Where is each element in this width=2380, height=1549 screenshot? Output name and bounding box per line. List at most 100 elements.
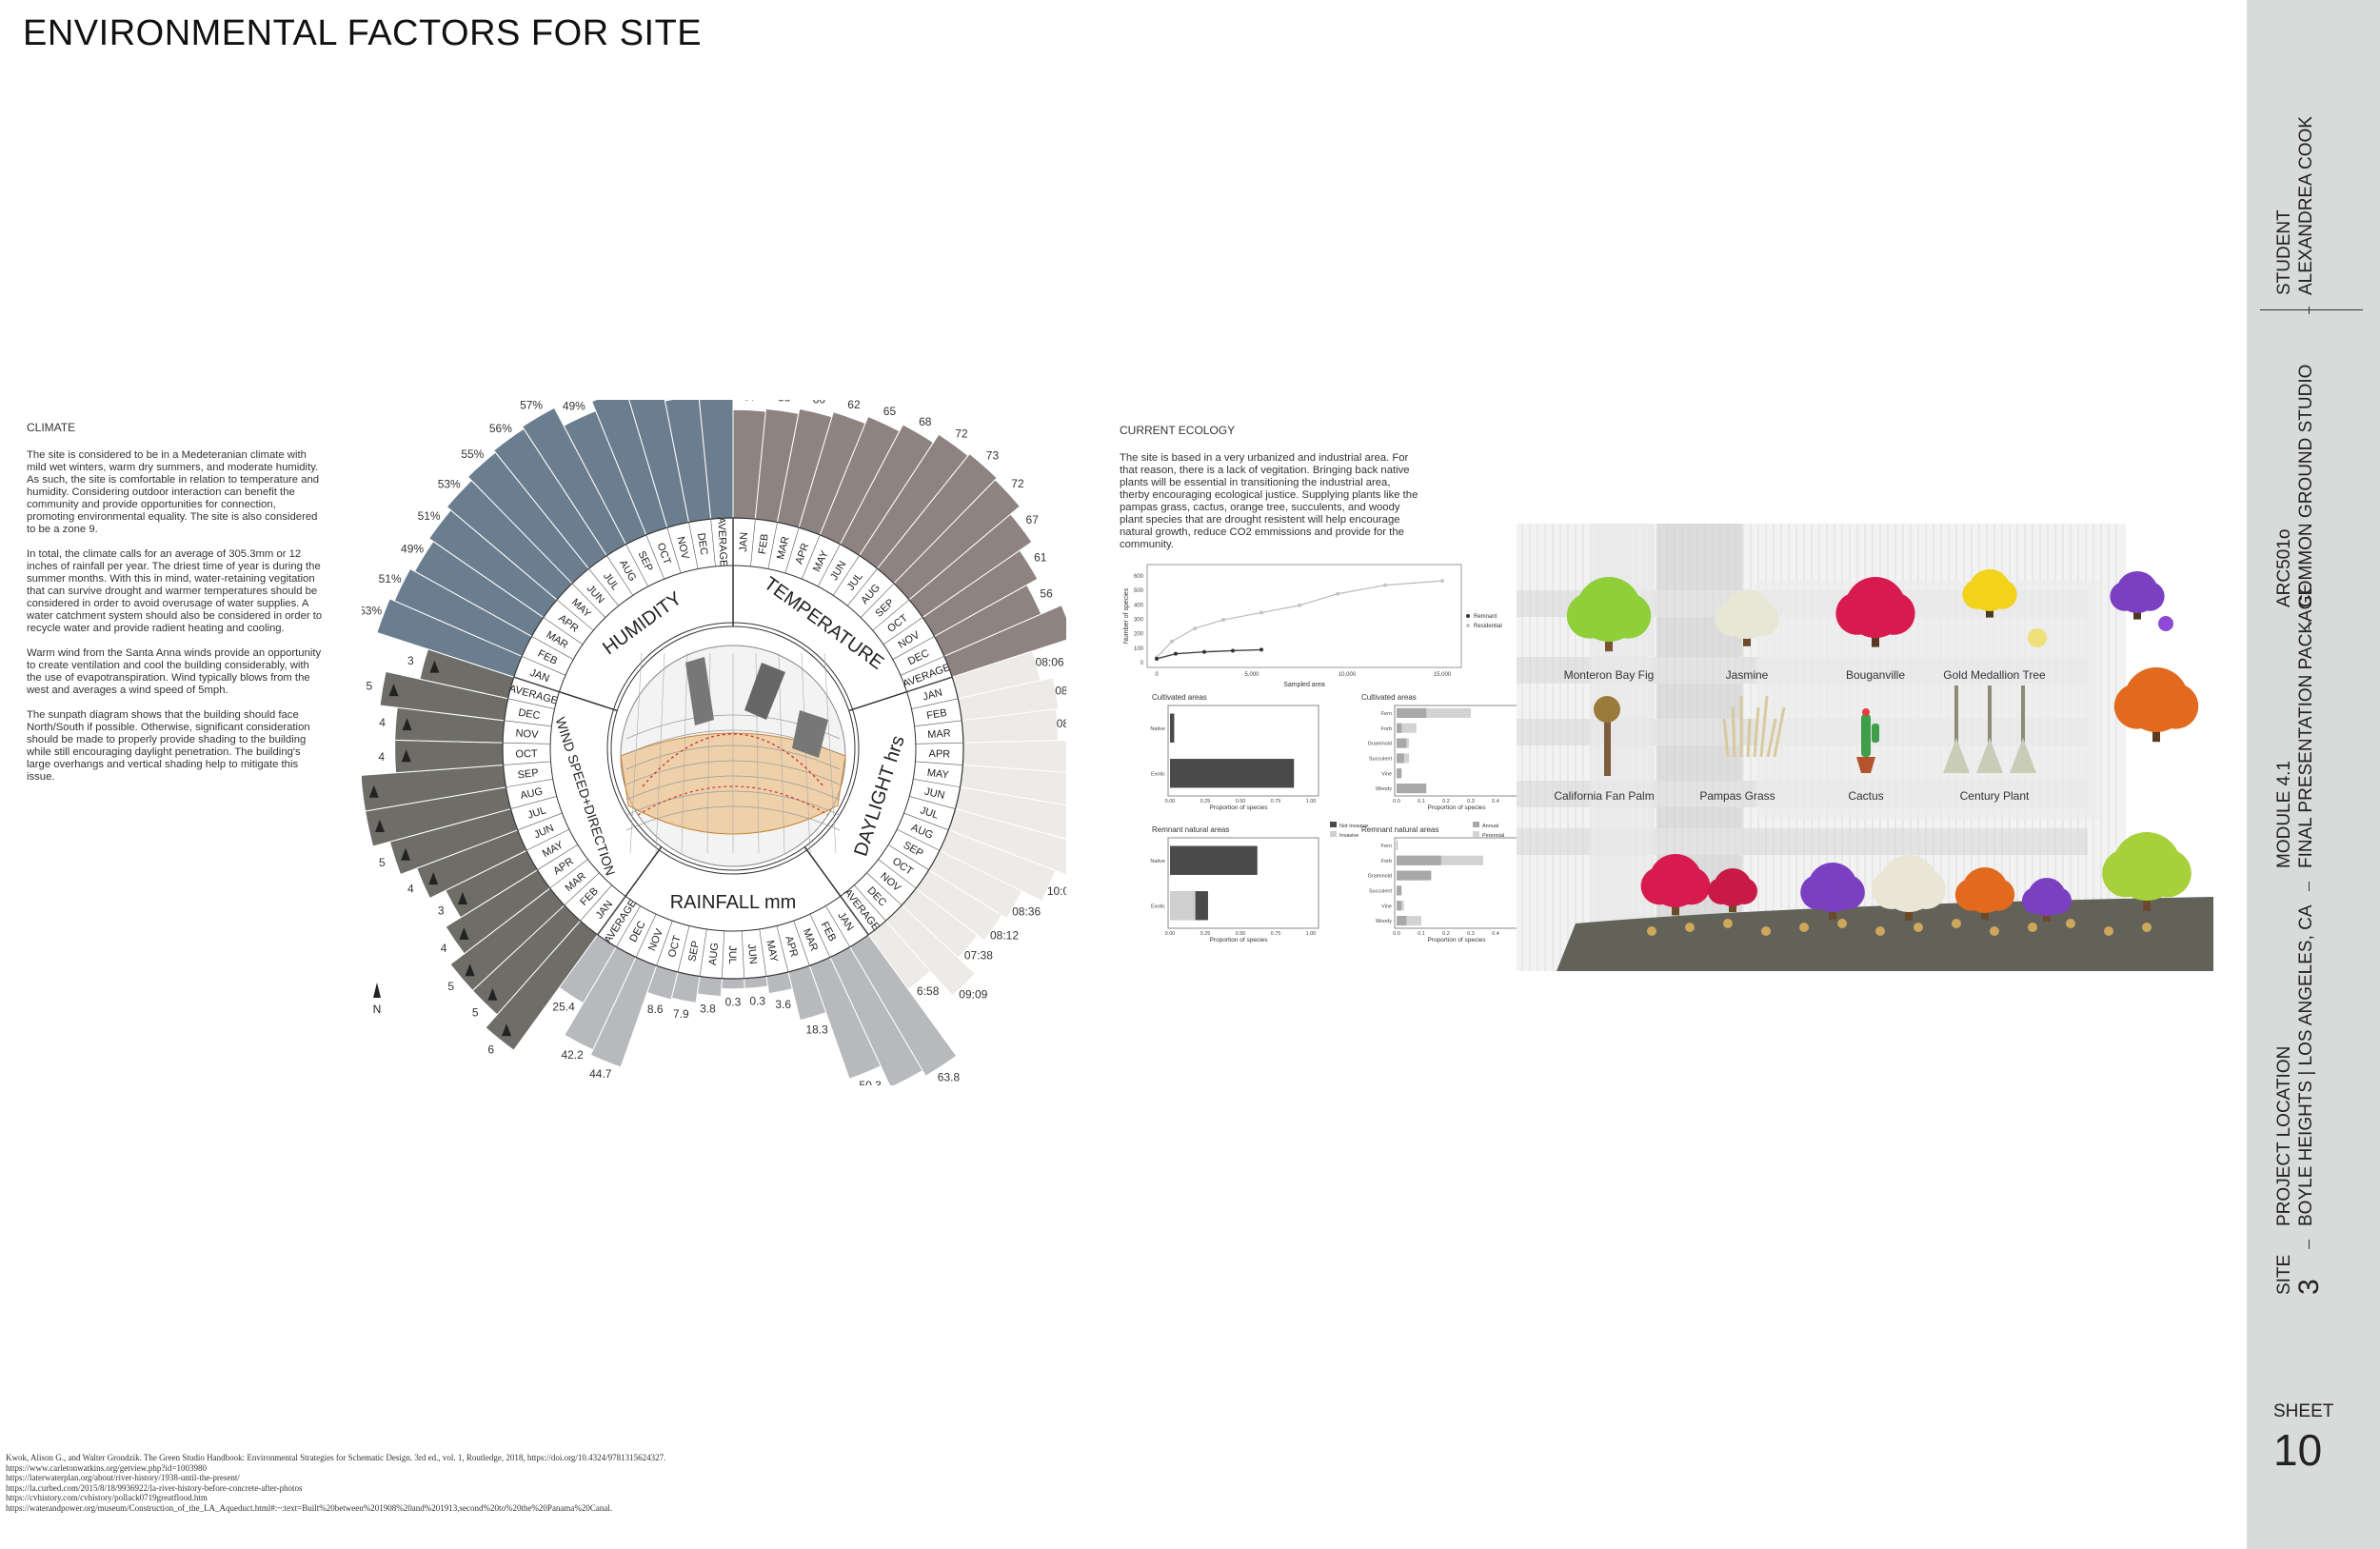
month-divider xyxy=(571,583,606,618)
plant-label: Cactus xyxy=(1848,789,1883,803)
category-label: Forb xyxy=(1381,859,1392,864)
studio-name: COMMON GROUND STUDIO xyxy=(2296,364,2316,607)
month-divider xyxy=(915,761,963,765)
month-label: NOV xyxy=(515,727,539,741)
month-divider xyxy=(767,522,778,569)
student-name: ALEXANDREA COOK xyxy=(2296,116,2316,295)
canopy xyxy=(2152,684,2199,729)
legend-label: Invasive xyxy=(1339,833,1359,839)
month-label: FEB xyxy=(926,707,948,722)
climate-heading: CLIMATE xyxy=(27,421,76,434)
wheel-value-label: 08:06 xyxy=(1036,655,1064,668)
wheel-value-label: 65 xyxy=(883,405,897,418)
bar-chart: Cultivated areasFernForbGraminoidSuccule… xyxy=(1361,693,1518,811)
wheel-value-label: 08:48 xyxy=(1057,717,1066,730)
category-label: Exotic xyxy=(1151,904,1165,909)
month-divider xyxy=(784,527,800,574)
category-label: Woody xyxy=(1376,786,1392,792)
cactus-flower xyxy=(1862,708,1870,716)
pampas-grass-blade xyxy=(1746,718,1752,758)
category-label: Vine xyxy=(1381,904,1392,909)
x-tick-label: 0.25 xyxy=(1200,799,1211,804)
category-label: Graminoid xyxy=(1368,874,1392,880)
sunpath-hour-line xyxy=(706,652,711,854)
wind-direction-arrow-icon xyxy=(374,819,385,832)
wind-direction-arrow-icon xyxy=(401,847,411,861)
month-label: JUN xyxy=(923,786,946,802)
page-title: ENVIRONMENTAL FACTORS FOR SITE xyxy=(23,13,703,53)
climate-paragraph-1: The site is considered to be in a Medete… xyxy=(27,449,320,535)
month-label: MAY xyxy=(764,940,780,964)
module-block: MODULE 4.1 FINAL PRESENTATION PACKAGE xyxy=(2273,584,2317,868)
shrub xyxy=(2066,919,2075,928)
package-name: FINAL PRESENTATION PACKAGE xyxy=(2296,583,2316,868)
month-label: MAY xyxy=(926,767,950,782)
shrub xyxy=(2142,923,2152,932)
month-divider xyxy=(913,779,961,788)
month-divider xyxy=(909,796,956,809)
shrub xyxy=(2028,923,2037,932)
wheel-value-label: 73 xyxy=(986,448,1000,462)
north-arrow: N xyxy=(373,983,381,1016)
wheel-value-label: 44.7 xyxy=(589,1067,612,1081)
wheel-value-label: 58 xyxy=(778,400,791,405)
month-divider xyxy=(759,928,767,977)
month-divider xyxy=(900,656,944,676)
wheel-value-label: 6:58 xyxy=(917,984,940,998)
legend-label: Residential xyxy=(1474,624,1502,629)
month-divider xyxy=(840,896,869,935)
month-divider xyxy=(741,930,744,979)
data-point xyxy=(1259,647,1263,652)
pampas-grass-blade xyxy=(1766,718,1777,758)
canopy xyxy=(1640,867,1678,905)
month-divider xyxy=(832,555,860,596)
chart-title: Remnant natural areas xyxy=(1152,825,1229,834)
canopy xyxy=(1906,869,1946,909)
y-axis-label: Number of species xyxy=(1123,587,1130,644)
canopy xyxy=(1800,875,1835,910)
shrub xyxy=(2104,926,2113,936)
canopy xyxy=(1872,592,1915,635)
bar-light xyxy=(1397,723,1417,733)
wheel-value-label: 61 xyxy=(906,1084,920,1085)
chart-title: Remnant natural areas xyxy=(1361,825,1438,834)
category-label: Succulent xyxy=(1369,888,1393,894)
data-point xyxy=(1155,656,1159,661)
site-label: SITE xyxy=(2274,1254,2294,1295)
month-divider xyxy=(635,913,657,958)
month-divider xyxy=(522,656,566,676)
reference-item: https://la.curbed.com/2015/8/18/9936922/… xyxy=(6,1482,303,1493)
bar-light xyxy=(1397,707,1471,718)
category-label: Native xyxy=(1150,859,1165,864)
wheel-section-humidity: 53%51%49%51%53%55%56%57%49%53%51%45%50% xyxy=(362,400,734,678)
category-label: Native xyxy=(1150,726,1165,732)
x-tick-label: 0.50 xyxy=(1236,931,1246,937)
category-label: Fern xyxy=(1381,711,1392,717)
sheet-label: SHEET xyxy=(2273,1401,2334,1421)
x-tick-label: 1.00 xyxy=(1306,931,1317,937)
flower xyxy=(2158,616,2173,631)
month-label: MAR xyxy=(775,535,792,561)
category-label: Woody xyxy=(1376,919,1392,924)
month-divider xyxy=(510,796,557,809)
bar xyxy=(1397,723,1402,733)
canopy xyxy=(2143,849,2192,898)
x-tick-label: 0.75 xyxy=(1271,931,1281,937)
palm-crown xyxy=(1594,696,1620,723)
month-divider xyxy=(606,555,634,596)
wheel-value-label: 50.3 xyxy=(859,1079,882,1085)
bar-light xyxy=(1170,891,1196,921)
student-block: STUDENT ALEXANDREA COOK xyxy=(2273,116,2317,295)
course-block: ARC501o COMMON GROUND STUDIO xyxy=(2273,365,2317,607)
pampas-grass-blade xyxy=(1722,718,1730,758)
wheel-value-label: 56 xyxy=(1040,586,1053,600)
x-tick-label: 5,000 xyxy=(1244,672,1259,678)
bar xyxy=(1397,901,1402,911)
month-label: AUG xyxy=(519,785,544,802)
legend-label: Remnant xyxy=(1474,614,1497,620)
wheel-value-label: 07:38 xyxy=(964,949,993,963)
x-tick-label: 0.4 xyxy=(1492,799,1499,804)
site-number: 3 xyxy=(2293,1279,2325,1295)
plant-label: Gold Medallion Tree xyxy=(1943,668,2046,682)
legend-swatch xyxy=(1473,822,1479,827)
